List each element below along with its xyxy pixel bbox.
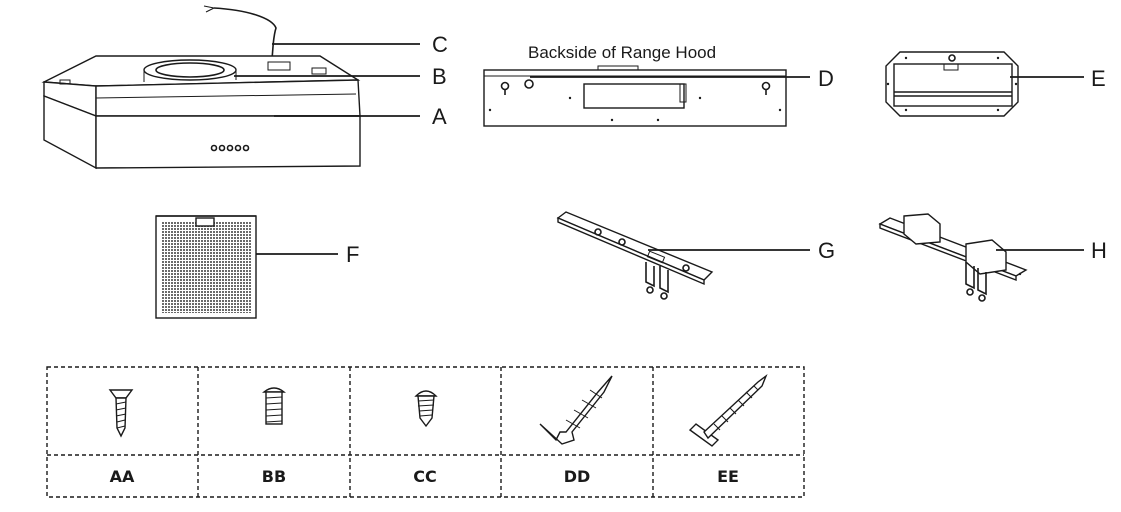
hardware-label-cc: CC xyxy=(413,467,436,486)
hardware-label-ee: EE xyxy=(717,467,739,486)
wall-anchor-dd-icon xyxy=(539,375,613,445)
screw-aa-icon xyxy=(108,389,134,438)
part-label-b: B xyxy=(432,64,447,89)
hardware-label-dd: DD xyxy=(564,467,591,486)
wood-screw-ee-icon xyxy=(688,373,768,447)
damper-box-illustration xyxy=(885,51,1019,117)
part-label-c: C xyxy=(432,32,448,57)
screw-bb-icon xyxy=(262,387,286,425)
screw-cc-icon xyxy=(414,390,438,428)
mounting-bracket-illustration xyxy=(556,211,714,300)
part-label-h: H xyxy=(1091,238,1107,263)
hardware-table xyxy=(46,366,805,498)
range-hood-illustration xyxy=(41,5,361,170)
backside-illustration xyxy=(483,65,787,127)
part-label-e: E xyxy=(1091,66,1106,91)
part-label-d: D xyxy=(818,66,834,91)
backside-caption: Backside of Range Hood xyxy=(528,43,716,62)
part-label-f: F xyxy=(346,242,359,267)
part-label-g: G xyxy=(818,238,835,263)
grease-filter-illustration xyxy=(155,215,257,319)
hardware-label-aa: AA xyxy=(110,467,135,486)
part-label-a: A xyxy=(432,104,447,129)
hardware-label-bb: BB xyxy=(262,467,286,486)
adjustable-bracket-illustration xyxy=(878,213,1028,302)
